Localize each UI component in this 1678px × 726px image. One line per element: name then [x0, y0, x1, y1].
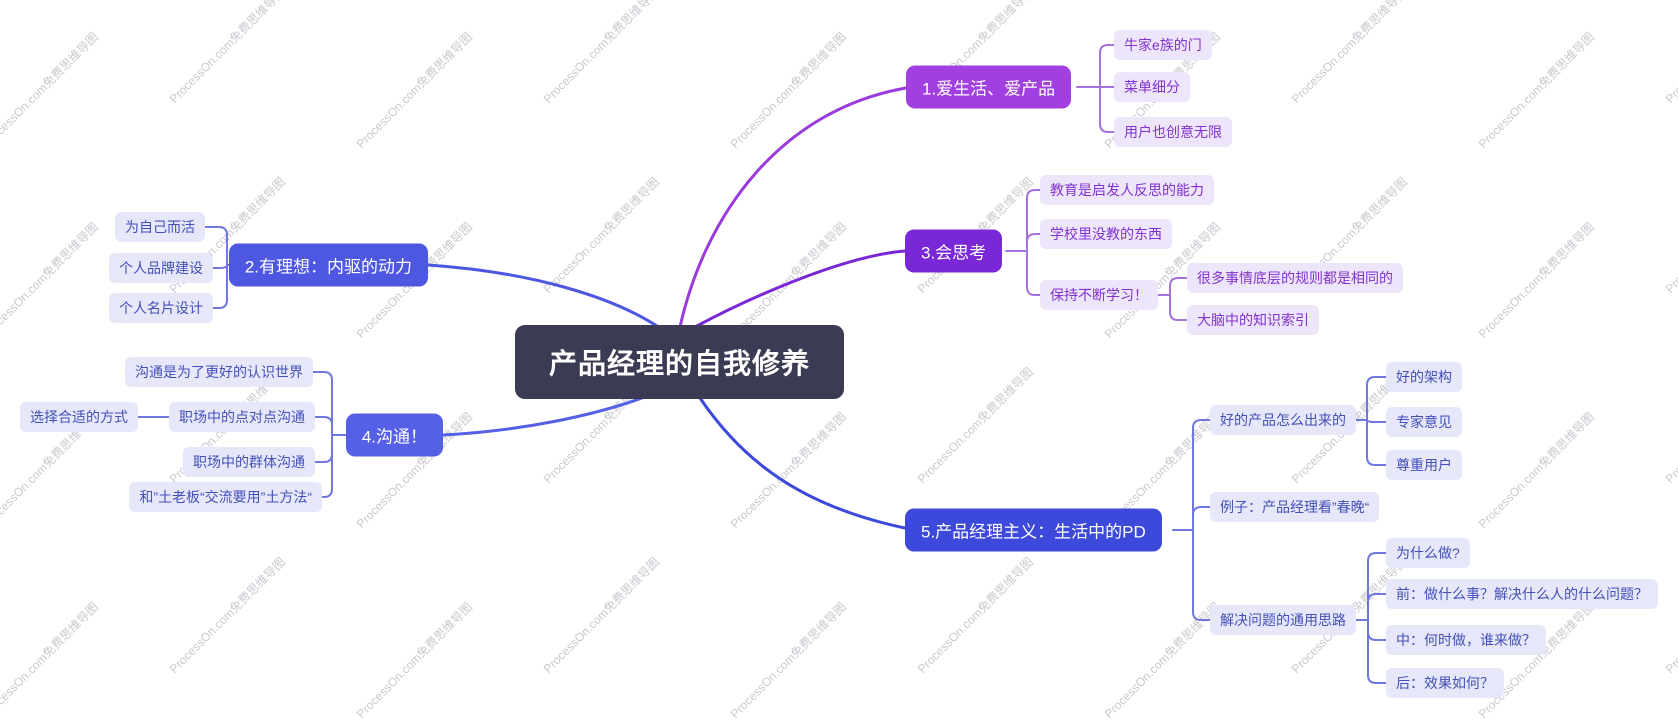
subtopic-after-results[interactable]: 后：效果如何？ — [1386, 668, 1504, 698]
subtopic-user-creativity[interactable]: 用户也创意无限 — [1114, 117, 1232, 147]
subtopic-good-architecture[interactable]: 好的架构 — [1386, 362, 1462, 392]
connector-branch5 — [698, 396, 907, 530]
subtopic-why-do-it[interactable]: 为什么做? — [1386, 538, 1470, 568]
connector-branch1-children — [1076, 44, 1115, 133]
subtopic-group-communication[interactable]: 职场中的群体沟通 — [183, 447, 315, 477]
connector-branch4-children — [137, 371, 349, 498]
subtopic-personal-brand[interactable]: 个人品牌建设 — [109, 253, 213, 283]
branch-node-ideals[interactable]: 2.有理想：内驱的动力 — [228, 243, 428, 287]
subtopic-during-when-who[interactable]: 中：何时做，谁来做？ — [1386, 625, 1546, 655]
connector-branch1 — [678, 86, 908, 329]
subtopic-respect-users[interactable]: 尊重用户 — [1386, 450, 1462, 480]
subtopic-how-good-products-made[interactable]: 好的产品怎么出来的 — [1210, 405, 1356, 435]
center-topic-node[interactable]: 产品经理的自我修养 — [515, 325, 845, 399]
subtopic-business-card-design[interactable]: 个人名片设计 — [109, 293, 213, 323]
subtopic-keep-learning[interactable]: 保持不断学习！ — [1040, 280, 1158, 310]
subtopic-spring-gala-example[interactable]: 例子：产品经理看”春晚“ — [1210, 492, 1380, 522]
subtopic-education-reflection[interactable]: 教育是启发人反思的能力 — [1040, 175, 1214, 205]
subtopic-live-for-self[interactable]: 为自己而活 — [115, 212, 205, 242]
branch-node-communication[interactable]: 4.沟通！ — [345, 413, 443, 457]
connector-branch4 — [441, 396, 644, 437]
subtopic-knowledge-index[interactable]: 大脑中的知识索引 — [1187, 305, 1319, 335]
subtopic-not-taught-in-school[interactable]: 学校里没教的东西 — [1040, 219, 1172, 249]
connector-branch3 — [693, 249, 907, 329]
subtopic-problem-solving-approach[interactable]: 解决问题的通用思路 — [1210, 605, 1356, 635]
subtopic-menu-segmentation[interactable]: 菜单细分 — [1114, 72, 1190, 102]
branch-node-thinking[interactable]: 3.会思考 — [905, 229, 1003, 273]
subtopic-before-what-problem[interactable]: 前：做什么事？解决什么人的什么问题？ — [1386, 579, 1658, 609]
subtopic-niujia-door[interactable]: 牛家e族的门 — [1114, 30, 1212, 60]
subtopic-choose-right-way[interactable]: 选择合适的方式 — [20, 402, 138, 432]
connector-problem-solving-children — [1352, 552, 1387, 684]
connector-branch5-children — [1172, 419, 1211, 621]
subtopic-expert-opinion[interactable]: 专家意见 — [1386, 407, 1462, 437]
connector-branch2 — [426, 263, 662, 330]
branch-node-pd-in-life[interactable]: 5.产品经理主义：生活中的PD — [905, 508, 1162, 552]
branch-node-love-life[interactable]: 1.爱生活、爱产品 — [906, 65, 1072, 109]
subtopic-p2p-communication[interactable]: 职场中的点对点沟通 — [169, 402, 315, 432]
subtopic-underlying-rules[interactable]: 很多事情底层的规则都是相同的 — [1187, 263, 1403, 293]
subtopic-understand-world[interactable]: 沟通是为了更好的认识世界 — [125, 357, 313, 387]
subtopic-local-boss-methods[interactable]: 和”土老板“交流要用”土方法“ — [129, 482, 322, 512]
